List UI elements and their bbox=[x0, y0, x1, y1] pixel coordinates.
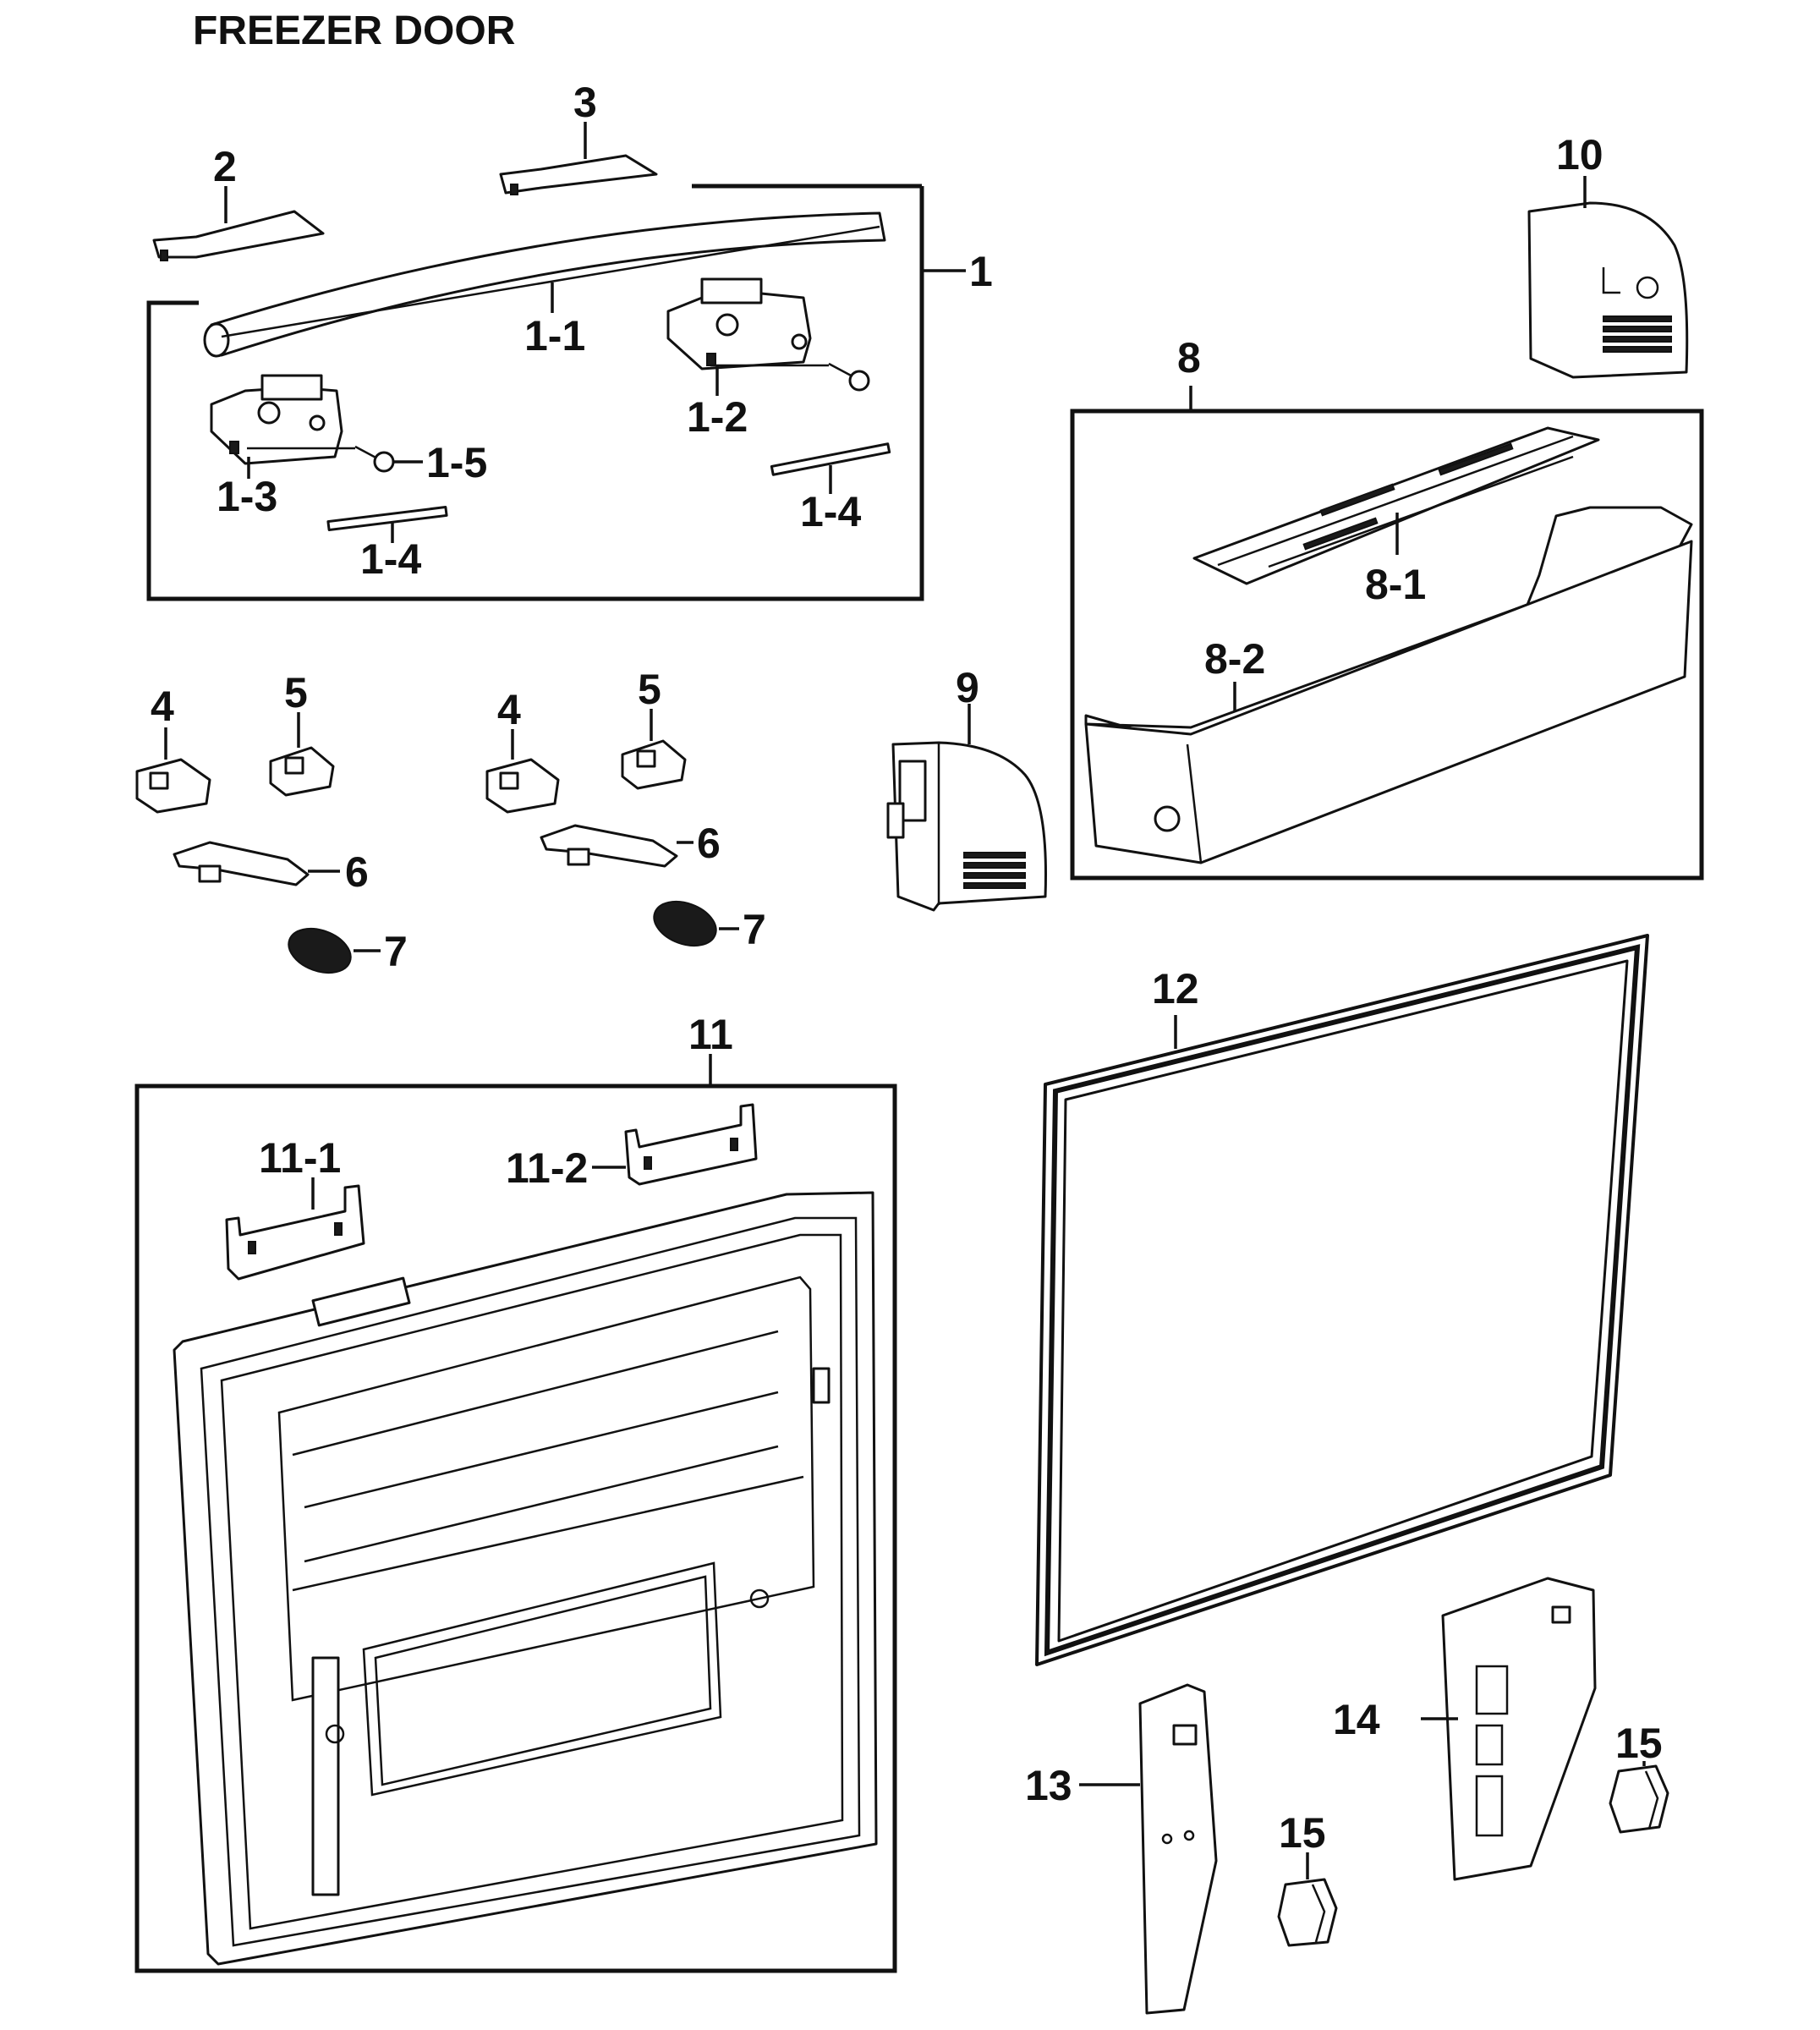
label-15-left: 15 bbox=[1279, 1809, 1326, 1857]
part-1-5-screw bbox=[354, 445, 395, 473]
label-1-5: 1-5 bbox=[426, 439, 487, 486]
label-1-4-right: 1-4 bbox=[800, 488, 861, 535]
label-6-left: 6 bbox=[345, 848, 369, 896]
label-4-left: 4 bbox=[151, 683, 174, 730]
part-4-hinge-block-left bbox=[135, 727, 211, 814]
label-8-1: 8-1 bbox=[1365, 561, 1426, 608]
label-4-right: 4 bbox=[497, 686, 521, 733]
part-9-door-cap bbox=[886, 704, 1047, 912]
label-13: 13 bbox=[1025, 1762, 1072, 1809]
label-10: 10 bbox=[1556, 131, 1603, 178]
label-7-left: 7 bbox=[384, 928, 408, 975]
label-8: 8 bbox=[1177, 334, 1201, 381]
part-1-handle-assembly bbox=[146, 184, 966, 601]
part-1-4-pin-left bbox=[326, 506, 448, 531]
part-15-bushing-left bbox=[1277, 1852, 1338, 1947]
part-1-3-handle-cap-left bbox=[210, 374, 343, 465]
part-11-freezer-door-assembly bbox=[134, 1054, 897, 1973]
part-1-5-screw-right bbox=[828, 362, 870, 392]
part-13-mounting-bracket bbox=[1079, 1683, 1218, 2015]
label-6-right: 6 bbox=[697, 820, 721, 867]
label-3: 3 bbox=[573, 79, 597, 126]
part-1-4-pin-right bbox=[770, 442, 891, 476]
diagram-title: FREEZER DOOR bbox=[193, 8, 515, 53]
part-15-bushing-right bbox=[1609, 1761, 1669, 1834]
part-5-hinge-block-left bbox=[269, 712, 335, 797]
door-panel bbox=[173, 1191, 878, 1966]
part-set-left bbox=[135, 712, 381, 974]
label-11: 11 bbox=[688, 1011, 733, 1058]
label-12: 12 bbox=[1152, 965, 1199, 1012]
label-15-right: 15 bbox=[1615, 1720, 1663, 1767]
label-5-right: 5 bbox=[638, 666, 661, 713]
part-7-spring-right bbox=[653, 900, 739, 947]
label-7-right: 7 bbox=[743, 906, 766, 953]
label-1: 1 bbox=[969, 248, 993, 295]
part-2-handle-cover-left bbox=[152, 186, 325, 261]
label-2: 2 bbox=[213, 143, 237, 190]
part-1-2-handle-cap-right bbox=[666, 277, 812, 370]
part-4-hinge-block-right bbox=[485, 729, 560, 814]
part-10-door-cap-right bbox=[1527, 176, 1689, 379]
label-1-3: 1-3 bbox=[217, 473, 277, 520]
part-11-2-hinge-bracket bbox=[592, 1103, 758, 1186]
label-1-2: 1-2 bbox=[687, 393, 748, 441]
label-5-left: 5 bbox=[284, 669, 308, 716]
label-8-2: 8-2 bbox=[1204, 635, 1265, 683]
label-14: 14 bbox=[1333, 1696, 1380, 1743]
label-11-2: 11-2 bbox=[506, 1144, 588, 1192]
part-12-door-gasket bbox=[1035, 934, 1649, 1666]
part-8-door-bin-assembly bbox=[1070, 386, 1704, 881]
part-11-1-hinge-bracket bbox=[225, 1177, 365, 1281]
part-5-hinge-block-right bbox=[621, 709, 687, 790]
label-1-1: 1-1 bbox=[524, 312, 585, 359]
part-3-handle-cover-right bbox=[499, 122, 658, 195]
part-6-bracket-left bbox=[173, 841, 340, 886]
part-6-bracket-right bbox=[540, 824, 693, 868]
part-8-1-bin-cover bbox=[1192, 426, 1600, 585]
part-1-1-handle-bar bbox=[210, 211, 886, 357]
part-14-mounting-bracket bbox=[1421, 1577, 1597, 1881]
label-1-4-left: 1-4 bbox=[360, 535, 421, 583]
part-8-2-bin bbox=[1084, 506, 1693, 864]
label-11-1: 11-1 bbox=[259, 1134, 341, 1182]
part-7-spring-left bbox=[288, 927, 381, 974]
part-set-right bbox=[485, 709, 739, 947]
label-9: 9 bbox=[956, 664, 979, 711]
